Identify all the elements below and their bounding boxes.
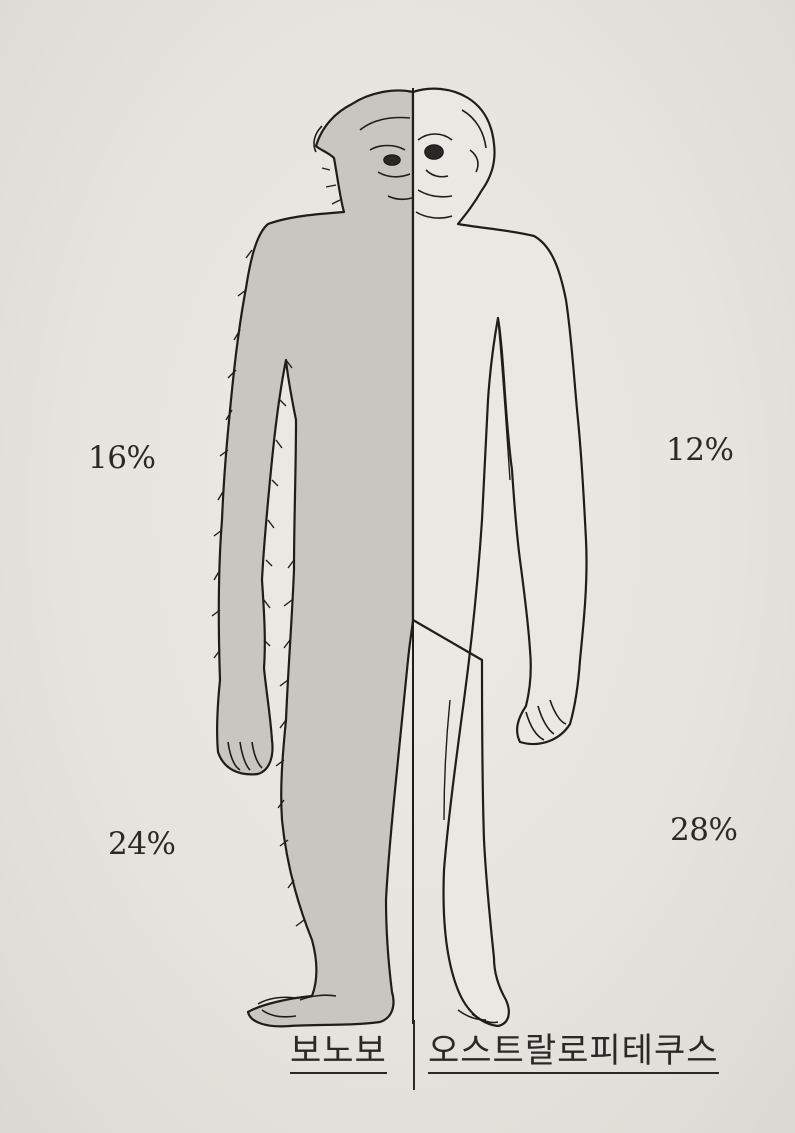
bonobo-upper-percentage: 16% <box>88 440 155 476</box>
caption-divider <box>413 1020 415 1090</box>
australopithecus-half <box>413 89 587 1026</box>
bonobo-body <box>217 91 413 1027</box>
australopithecus-body <box>413 89 587 1026</box>
australopithecus-upper-percentage: 12% <box>666 432 733 468</box>
caption-australopithecus: 오스트랄로피테쿠스 <box>428 1030 719 1074</box>
caption-bonobo: 보노보 <box>290 1030 387 1074</box>
bonobo-lower-percentage: 24% <box>108 826 175 862</box>
australopithecus-lower-percentage: 28% <box>670 812 737 848</box>
bonobo-half <box>212 91 413 1027</box>
